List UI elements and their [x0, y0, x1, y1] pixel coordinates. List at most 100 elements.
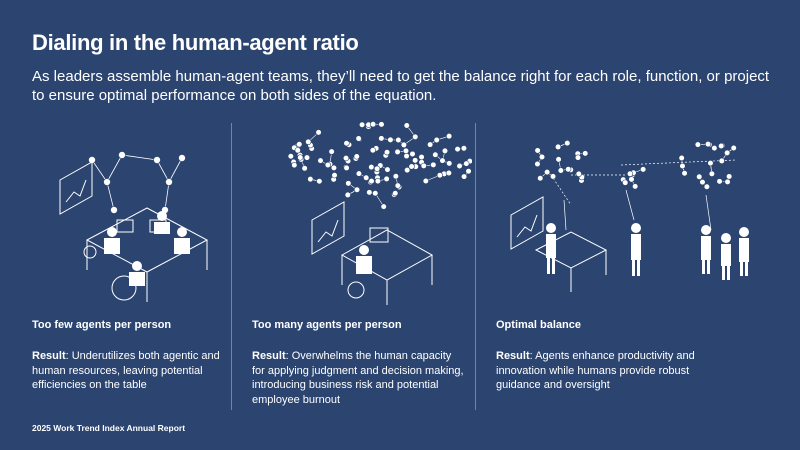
agent-node — [317, 157, 324, 164]
agent-node — [420, 162, 427, 169]
agent-node — [679, 162, 686, 170]
agent-node — [718, 142, 725, 150]
dashboard-screen-icon — [510, 196, 544, 250]
agent-node — [412, 157, 419, 164]
column-result: Result: Agents enhance productivity and … — [496, 349, 711, 393]
agent-node — [544, 169, 551, 176]
result-text: : Agents enhance productivity and innova… — [496, 350, 695, 391]
agent-node — [395, 136, 402, 144]
agent-node — [704, 141, 712, 148]
agent-node — [456, 162, 463, 170]
agent-node — [368, 178, 375, 185]
agent-node — [358, 121, 366, 128]
agent-node — [394, 182, 401, 189]
agent-node — [297, 154, 304, 161]
person-standing-icon — [546, 223, 749, 280]
column-heading: Too few agents per person — [32, 319, 172, 331]
agent-node — [726, 173, 733, 180]
agent-node — [460, 145, 468, 152]
agent-node — [287, 153, 294, 160]
result-label: Result — [32, 350, 66, 362]
agent-node — [632, 183, 639, 190]
agent-node — [418, 153, 425, 161]
agent-node — [681, 170, 688, 177]
agent-node — [696, 173, 703, 180]
result-text: : Underutilizes both agentic and human r… — [32, 350, 220, 391]
agent-node — [392, 190, 399, 197]
agent-node — [430, 161, 437, 168]
agent-node — [565, 166, 572, 173]
agent-node — [422, 177, 429, 185]
column-heading: Too many agents per person — [252, 319, 402, 331]
agent-node — [716, 178, 723, 185]
agent-node — [353, 186, 361, 193]
agent-node — [640, 166, 647, 173]
desk-icon — [534, 231, 608, 292]
agent-node — [409, 150, 416, 158]
desk-cluster-icon — [85, 207, 209, 302]
agent-node — [538, 153, 546, 161]
agent-node — [343, 164, 350, 172]
agent-node — [446, 160, 453, 167]
column-too-many-agents: Too many agents per person Result: Overw… — [252, 120, 472, 410]
agent-node — [465, 168, 472, 175]
agent-node — [384, 166, 391, 173]
result-label: Result — [252, 350, 286, 362]
agent-node — [378, 121, 385, 128]
agent-node — [366, 189, 373, 196]
agent-node — [622, 179, 629, 186]
agent-node — [439, 157, 446, 164]
agent-node — [555, 156, 562, 163]
agent-node — [383, 149, 391, 156]
agent-node — [303, 154, 311, 161]
column-result: Result: Underutilizes both agentic and h… — [32, 349, 247, 393]
agent-node — [460, 173, 468, 180]
agent-node — [344, 191, 351, 199]
agent-node — [436, 172, 443, 179]
agent-node — [408, 163, 415, 170]
agent-node — [380, 203, 387, 210]
agent-node — [387, 136, 394, 143]
desk-icon — [340, 227, 434, 305]
agent-node — [718, 157, 725, 165]
agent-node — [374, 165, 381, 172]
agent-node — [534, 160, 541, 168]
agent-node — [433, 136, 440, 144]
agent-node — [342, 155, 350, 162]
agent-node — [454, 146, 461, 153]
agent-node — [554, 143, 562, 151]
agent-node — [374, 178, 381, 185]
column-heading: Optimal balance — [496, 319, 581, 331]
agent-node — [291, 161, 298, 169]
agent-node — [378, 135, 385, 142]
agent-node — [703, 183, 710, 190]
agent-node — [707, 160, 714, 167]
agent-node — [316, 178, 323, 185]
result-text: : Overwhelms the human capacity for appl… — [252, 350, 464, 406]
agent-node — [353, 153, 360, 160]
agent-node — [301, 165, 308, 172]
agent-node — [427, 141, 434, 148]
page-subtitle: As leaders assemble human-agent teams, t… — [32, 68, 770, 104]
agent-node — [724, 149, 731, 156]
too-many-agents-illustration — [287, 121, 472, 305]
agent-node — [626, 170, 634, 177]
agent-node — [694, 141, 701, 148]
person-at-desk-icon — [356, 245, 372, 274]
optimal-balance-illustration — [510, 140, 749, 292]
result-label: Result — [496, 350, 530, 362]
agent-node — [582, 150, 589, 157]
agent-node — [445, 169, 452, 177]
column-divider-1 — [231, 123, 232, 410]
agent-node — [368, 164, 375, 171]
agent-node — [345, 180, 352, 187]
agent-node — [343, 140, 350, 147]
agent-node — [403, 122, 410, 129]
agent-node — [324, 161, 331, 169]
agent-node — [369, 147, 376, 154]
agent-node — [724, 178, 731, 185]
agent-node — [402, 147, 410, 154]
agent-node — [404, 167, 411, 174]
agent-node — [307, 176, 314, 183]
agent-node — [294, 147, 301, 154]
